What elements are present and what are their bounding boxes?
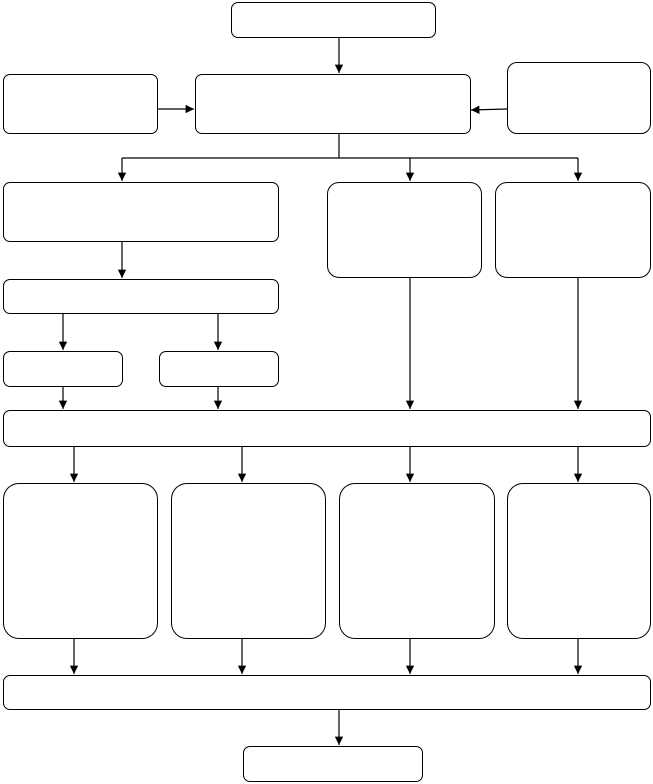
node-center bbox=[195, 74, 471, 134]
node-col-3 bbox=[339, 483, 495, 639]
node-col-4 bbox=[507, 483, 651, 639]
arrow-right-input-to-center bbox=[470, 105, 508, 114]
node-end bbox=[243, 746, 423, 782]
node-a-sub-left bbox=[3, 351, 123, 387]
node-col-1 bbox=[3, 483, 158, 639]
node-right-input bbox=[507, 62, 651, 134]
node-left-input bbox=[3, 74, 158, 134]
node-merge-bar bbox=[3, 410, 651, 447]
node-a-sub bbox=[3, 279, 279, 314]
node-col-2 bbox=[171, 483, 326, 639]
node-branch-c bbox=[495, 182, 651, 278]
node-branch-b bbox=[327, 182, 482, 278]
node-top bbox=[231, 2, 436, 38]
node-a-sub-right bbox=[159, 351, 279, 387]
node-bottom-bar bbox=[3, 675, 651, 710]
node-branch-a bbox=[3, 182, 279, 242]
